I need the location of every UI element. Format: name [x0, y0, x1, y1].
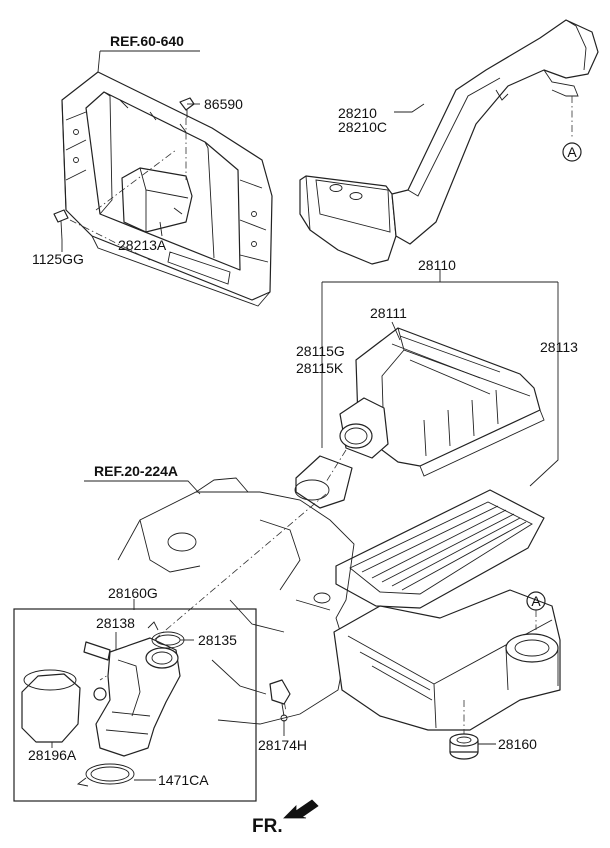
callout-28174h: 28174H: [258, 737, 307, 753]
callout-28115g: 28115G: [296, 343, 345, 359]
air-cleaner-cover-28111: [339, 327, 545, 477]
connection-mark-a-bottom: A: [531, 593, 541, 609]
clamp-1471ca: [76, 763, 135, 787]
callout-28160: 28160: [498, 736, 537, 752]
air-cleaner-lower-case: [333, 589, 561, 731]
bracket-28174h: [269, 679, 291, 722]
filter-element-28113: [335, 489, 545, 609]
intake-manifold-ref: [117, 477, 355, 725]
callout-28210: 28210: [338, 105, 377, 121]
detail-box: [13, 608, 257, 802]
callout-28110: 28110: [418, 257, 456, 273]
ref-intake-manifold: REF.20-224A: [94, 463, 178, 479]
air-intake-duct-28210: [299, 19, 599, 265]
air-hose-28138: [83, 637, 181, 757]
callout-28210c: 28210C: [338, 119, 387, 135]
bolt-1125gg: [53, 209, 69, 241]
callout-28138: 28138: [96, 615, 135, 631]
grommet-28160: [449, 733, 479, 760]
resonator-28196a: [21, 669, 81, 743]
callout-28115k: 28115K: [296, 360, 344, 376]
leader-lines: [51, 50, 559, 781]
front-direction-arrow-icon: [283, 799, 319, 819]
callout-1471ca: 1471CA: [158, 772, 209, 788]
callout-86590: 86590: [204, 96, 243, 112]
callout-28113: 28113: [540, 339, 578, 355]
ref-radiator-support: REF.60-640: [110, 33, 184, 49]
connection-circle-icon: A: [562, 142, 582, 162]
callout-28111: 28111: [370, 305, 407, 321]
callout-28213a: 28213A: [118, 237, 167, 253]
callout-28135: 28135: [198, 632, 237, 648]
callout-1125gg: 1125GG: [32, 251, 84, 267]
callout-28160g: 28160G: [108, 585, 158, 601]
front-direction-label: FR.: [252, 816, 283, 837]
air-guide-28213a: [121, 167, 193, 233]
callout-28196a: 28196A: [28, 747, 77, 763]
connection-mark-a-top: A: [567, 144, 577, 160]
hose-28115g: [294, 455, 353, 509]
